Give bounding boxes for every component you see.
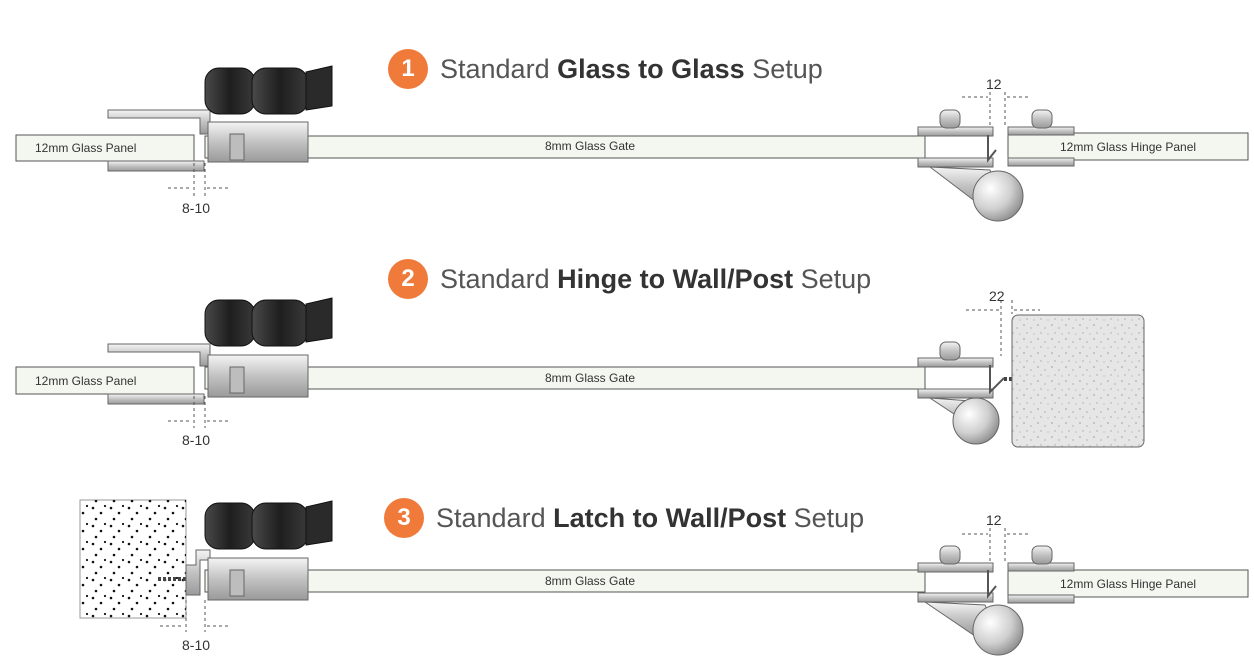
- hinge-assembly: [917, 341, 1045, 445]
- latch-body: [204, 297, 333, 398]
- setup-3: 8mm Glass Gate 12mm Glass Hinge Panel 12: [79, 499, 1249, 656]
- right-glass-panel: [1007, 132, 1249, 161]
- setup-2-title: 2 Standard Hinge to Wall/Post Setup: [388, 257, 871, 301]
- left-glass-panel: [15, 366, 195, 395]
- right-panel-label: 12mm Glass Hinge Panel: [1060, 577, 1196, 591]
- latch-clamp-lower: [107, 160, 205, 172]
- right-gap-value: 12: [986, 512, 1002, 528]
- setup-1-title: 1 Standard Glass to Glass Setup: [388, 47, 823, 91]
- right-gap-value: 22: [989, 288, 1005, 304]
- title-text: Standard Latch to Wall/Post Setup: [436, 502, 865, 533]
- gate-glass: [204, 569, 926, 593]
- right-glass-panel: [1007, 569, 1249, 598]
- latch-body: [204, 65, 333, 163]
- latch-clamp: [107, 109, 211, 135]
- hinge-assembly: [917, 109, 1024, 222]
- setup-3-title: 3 Standard Latch to Wall/Post Setup: [384, 496, 864, 540]
- wall-texture: [1012, 315, 1144, 447]
- right-panel-label: 12mm Glass Hinge Panel: [1060, 140, 1196, 154]
- step-number-badge: 3: [384, 498, 424, 538]
- step-number-badge: 2: [388, 259, 428, 299]
- hinge-bolt-right: [1031, 109, 1053, 129]
- left-gap-value: 8-10: [182, 432, 210, 448]
- title-text: Standard Glass to Glass Setup: [440, 53, 823, 84]
- step-number-badge: 1: [388, 49, 428, 89]
- latch-clamp-lower: [107, 393, 205, 405]
- gate-glass: [204, 135, 926, 159]
- hinge-assembly: [917, 545, 1024, 656]
- hinge-bolt-right: [1031, 545, 1053, 565]
- gate-label: 8mm Glass Gate: [545, 574, 635, 588]
- left-gap-value: 8-10: [182, 637, 210, 653]
- wall-texture: [80, 500, 186, 618]
- gate-label: 8mm Glass Gate: [545, 371, 635, 385]
- latch-body: [204, 500, 333, 601]
- left-gap-value: 8-10: [182, 200, 210, 216]
- title-text: Standard Hinge to Wall/Post Setup: [440, 263, 872, 294]
- setup-1: 12mm Glass Panel 8mm Glass Gate 12mm Gla: [15, 65, 1249, 222]
- left-glass-panel: [15, 134, 195, 162]
- latch-clamp: [107, 343, 211, 367]
- hinge-clamp-right-lower: [1007, 594, 1075, 604]
- setup-2: 12mm Glass Panel 8mm Glass Gate 22: [15, 288, 1145, 448]
- left-panel-label: 12mm Glass Panel: [35, 141, 136, 155]
- gate-label: 8mm Glass Gate: [545, 139, 635, 153]
- hinge-clamp-right-lower: [1007, 157, 1075, 167]
- gate-glass: [204, 366, 926, 390]
- right-gap-value: 12: [986, 76, 1002, 92]
- left-panel-label: 12mm Glass Panel: [35, 374, 136, 388]
